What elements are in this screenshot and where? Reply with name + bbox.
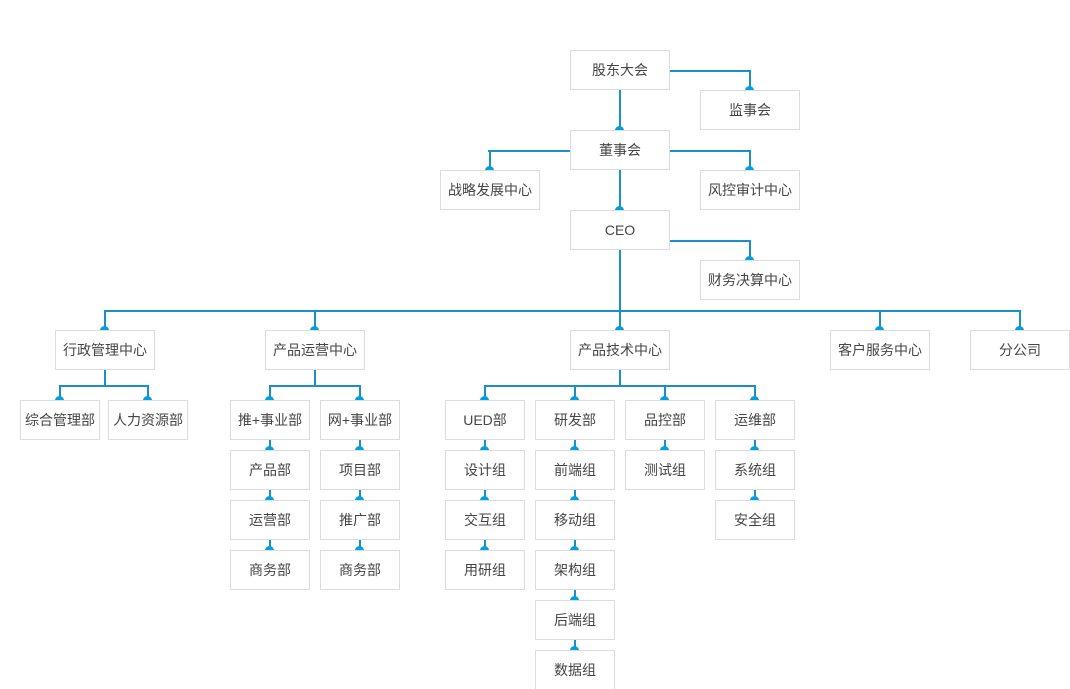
connector-line-vertical [619, 170, 621, 210]
org-node-product-ops-center[interactable]: 产品运营中心 [265, 330, 365, 370]
connector-line-horizontal [104, 310, 1020, 312]
connector-line-vertical [269, 385, 271, 400]
org-node-customer-center[interactable]: 客户服务中心 [830, 330, 930, 370]
org-node-system-group[interactable]: 系统组 [715, 450, 795, 490]
org-node-testing-group[interactable]: 测试组 [625, 450, 705, 490]
connector-line-vertical [619, 250, 621, 310]
org-node-architecture-group[interactable]: 架构组 [535, 550, 615, 590]
org-node-frontend-group[interactable]: 前端组 [535, 450, 615, 490]
org-node-admin-center[interactable]: 行政管理中心 [55, 330, 155, 370]
connector-line-vertical [574, 590, 576, 600]
connector-line-vertical [664, 385, 666, 400]
connector-line-vertical [359, 385, 361, 400]
connector-line-vertical [754, 490, 756, 500]
org-node-tui-bu[interactable]: 推+事业部 [230, 400, 310, 440]
connector-line-vertical [619, 310, 621, 330]
connector-line-vertical [484, 440, 486, 450]
org-node-ued-dept[interactable]: UED部 [445, 400, 525, 440]
org-node-risk-audit-center[interactable]: 风控审计中心 [700, 170, 800, 210]
connector-line-vertical [269, 440, 271, 450]
org-node-branch[interactable]: 分公司 [970, 330, 1070, 370]
org-node-supervisory[interactable]: 监事会 [700, 90, 800, 130]
connector-line-vertical [1019, 310, 1021, 330]
connector-line-vertical [359, 490, 361, 500]
connector-line-vertical [484, 540, 486, 550]
connector-line-vertical [574, 640, 576, 650]
org-node-rd-dept[interactable]: 研发部 [535, 400, 615, 440]
org-node-business-dept-1[interactable]: 商务部 [230, 550, 310, 590]
connector-line-horizontal [488, 150, 570, 152]
connector-line-horizontal [670, 150, 751, 152]
org-node-general-admin[interactable]: 综合管理部 [20, 400, 100, 440]
connector-line-vertical [749, 240, 751, 260]
connector-line-vertical [574, 490, 576, 500]
org-node-security-group[interactable]: 安全组 [715, 500, 795, 540]
org-node-strategy-center[interactable]: 战略发展中心 [440, 170, 540, 210]
org-node-human-resources[interactable]: 人力资源部 [108, 400, 188, 440]
connector-line-vertical [754, 385, 756, 400]
connector-line-vertical [489, 150, 491, 170]
org-node-qa-dept[interactable]: 品控部 [625, 400, 705, 440]
org-node-finance-center[interactable]: 财务决算中心 [700, 260, 800, 300]
org-node-user-research-group[interactable]: 用研组 [445, 550, 525, 590]
connector-line-vertical [359, 440, 361, 450]
connector-line-vertical [749, 150, 751, 170]
connector-line-vertical [754, 440, 756, 450]
org-node-interaction-group[interactable]: 交互组 [445, 500, 525, 540]
connector-line-vertical [879, 310, 881, 330]
org-node-mobile-group[interactable]: 移动组 [535, 500, 615, 540]
org-node-ops-dept[interactable]: 运维部 [715, 400, 795, 440]
connector-line-horizontal [59, 385, 148, 387]
connector-line-vertical [749, 70, 751, 90]
connector-line-vertical [269, 490, 271, 500]
connector-line-vertical [104, 370, 106, 385]
connector-line-vertical [664, 440, 666, 450]
org-node-wang-bu[interactable]: 网+事业部 [320, 400, 400, 440]
org-node-data-group[interactable]: 数据组 [535, 650, 615, 689]
org-node-shareholders[interactable]: 股东大会 [570, 50, 670, 90]
connector-line-vertical [147, 385, 149, 400]
connector-line-vertical [104, 310, 106, 330]
connector-line-vertical [314, 310, 316, 330]
org-node-promotion-dept[interactable]: 推广部 [320, 500, 400, 540]
connector-line-vertical [619, 370, 621, 385]
org-node-operations-dept[interactable]: 运营部 [230, 500, 310, 540]
connector-line-vertical [574, 385, 576, 400]
connector-line-horizontal [484, 385, 755, 387]
org-node-ceo[interactable]: CEO [570, 210, 670, 250]
connector-line-vertical [59, 385, 61, 400]
connector-line-vertical [574, 540, 576, 550]
connector-line-vertical [619, 90, 621, 130]
org-node-backend-group[interactable]: 后端组 [535, 600, 615, 640]
connector-line-vertical [314, 370, 316, 385]
org-node-board[interactable]: 董事会 [570, 130, 670, 170]
connector-line-vertical [574, 440, 576, 450]
connector-line-horizontal [670, 70, 751, 72]
connector-line-horizontal [269, 385, 360, 387]
connector-line-vertical [484, 490, 486, 500]
org-node-product-tech-center[interactable]: 产品技术中心 [570, 330, 670, 370]
org-node-project-dept[interactable]: 项目部 [320, 450, 400, 490]
org-node-design-group[interactable]: 设计组 [445, 450, 525, 490]
connector-line-vertical [359, 540, 361, 550]
connector-line-horizontal [670, 240, 751, 242]
connector-line-vertical [269, 540, 271, 550]
connector-line-vertical [484, 385, 486, 400]
org-node-product-dept[interactable]: 产品部 [230, 450, 310, 490]
org-node-business-dept-2[interactable]: 商务部 [320, 550, 400, 590]
